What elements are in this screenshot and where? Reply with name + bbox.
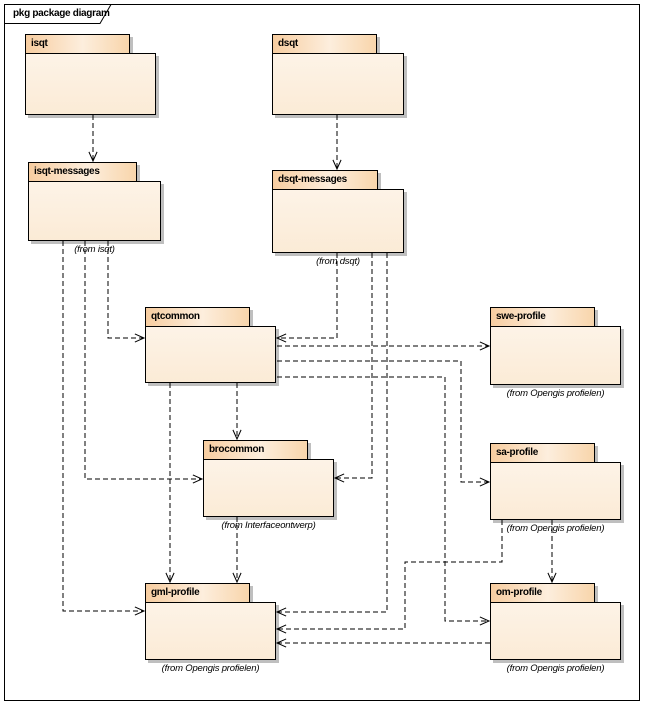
package-qtcommon[interactable]: qtcommon — [145, 307, 276, 401]
package-body[interactable] — [28, 181, 161, 241]
package-body[interactable] — [203, 459, 334, 517]
package-name: dsqt-messages — [278, 174, 347, 185]
package-brocommon[interactable]: brocommon (from Interfaceontwerp) — [203, 440, 334, 535]
package-tab[interactable]: dsqt-messages — [272, 170, 378, 190]
package-gml-profile[interactable]: gml-profile (from Opengis profielen) — [145, 583, 276, 678]
package-body[interactable] — [490, 326, 621, 385]
package-tab[interactable]: isqt-messages — [28, 162, 137, 182]
package-from-label: (from Opengis profielen) — [506, 663, 605, 674]
package-from-label: (from Interfaceontwerp) — [221, 520, 316, 531]
frame-label-shape — [4, 4, 112, 24]
package-from-label: (from Opengis profielen) — [506, 523, 605, 534]
package-isqt[interactable]: isqt — [25, 34, 156, 133]
package-body[interactable] — [145, 326, 276, 383]
frame-label-tab: pkg package diagram — [4, 4, 116, 25]
package-tab[interactable]: brocommon — [203, 440, 308, 460]
frame-label: pkg package diagram — [13, 8, 110, 19]
package-dsqt[interactable]: dsqt — [272, 34, 404, 133]
package-body[interactable] — [145, 602, 276, 660]
package-name: sa-profile — [496, 447, 539, 458]
package-isqt-messages[interactable]: isqt-messages (from isqt) — [28, 162, 161, 259]
package-tab[interactable]: gml-profile — [145, 583, 250, 603]
package-name: brocommon — [209, 444, 265, 455]
package-name: isqt — [31, 38, 48, 49]
package-from-label: (from dsqt) — [316, 256, 360, 267]
package-tab[interactable]: swe-profile — [490, 307, 595, 327]
package-name: isqt-messages — [34, 166, 100, 177]
package-name: dsqt — [278, 38, 298, 49]
package-tab[interactable]: isqt — [25, 34, 130, 54]
package-sa-profile[interactable]: sa-profile (from Opengis profielen) — [490, 443, 621, 538]
package-name: qtcommon — [151, 311, 200, 322]
package-body[interactable] — [25, 53, 156, 115]
package-name: gml-profile — [151, 587, 200, 598]
package-tab[interactable]: qtcommon — [145, 307, 250, 327]
package-name: swe-profile — [496, 311, 546, 322]
package-from-label: (from isqt) — [74, 244, 115, 255]
package-swe-profile[interactable]: swe-profile (from Opengis profielen) — [490, 307, 621, 403]
package-tab[interactable]: dsqt — [272, 34, 377, 54]
package-name: om-profile — [496, 587, 542, 598]
package-om-profile[interactable]: om-profile (from Opengis profielen) — [490, 583, 621, 678]
package-tab[interactable]: sa-profile — [490, 443, 595, 463]
package-body[interactable] — [272, 53, 404, 115]
package-dsqt-messages[interactable]: dsqt-messages (from dsqt) — [272, 170, 404, 271]
package-tab[interactable]: om-profile — [490, 583, 595, 603]
package-body[interactable] — [490, 602, 621, 660]
package-body[interactable] — [272, 189, 404, 253]
package-body[interactable] — [490, 462, 621, 520]
package-from-label: (from Opengis profielen) — [161, 663, 260, 674]
package-from-label: (from Opengis profielen) — [506, 388, 605, 399]
